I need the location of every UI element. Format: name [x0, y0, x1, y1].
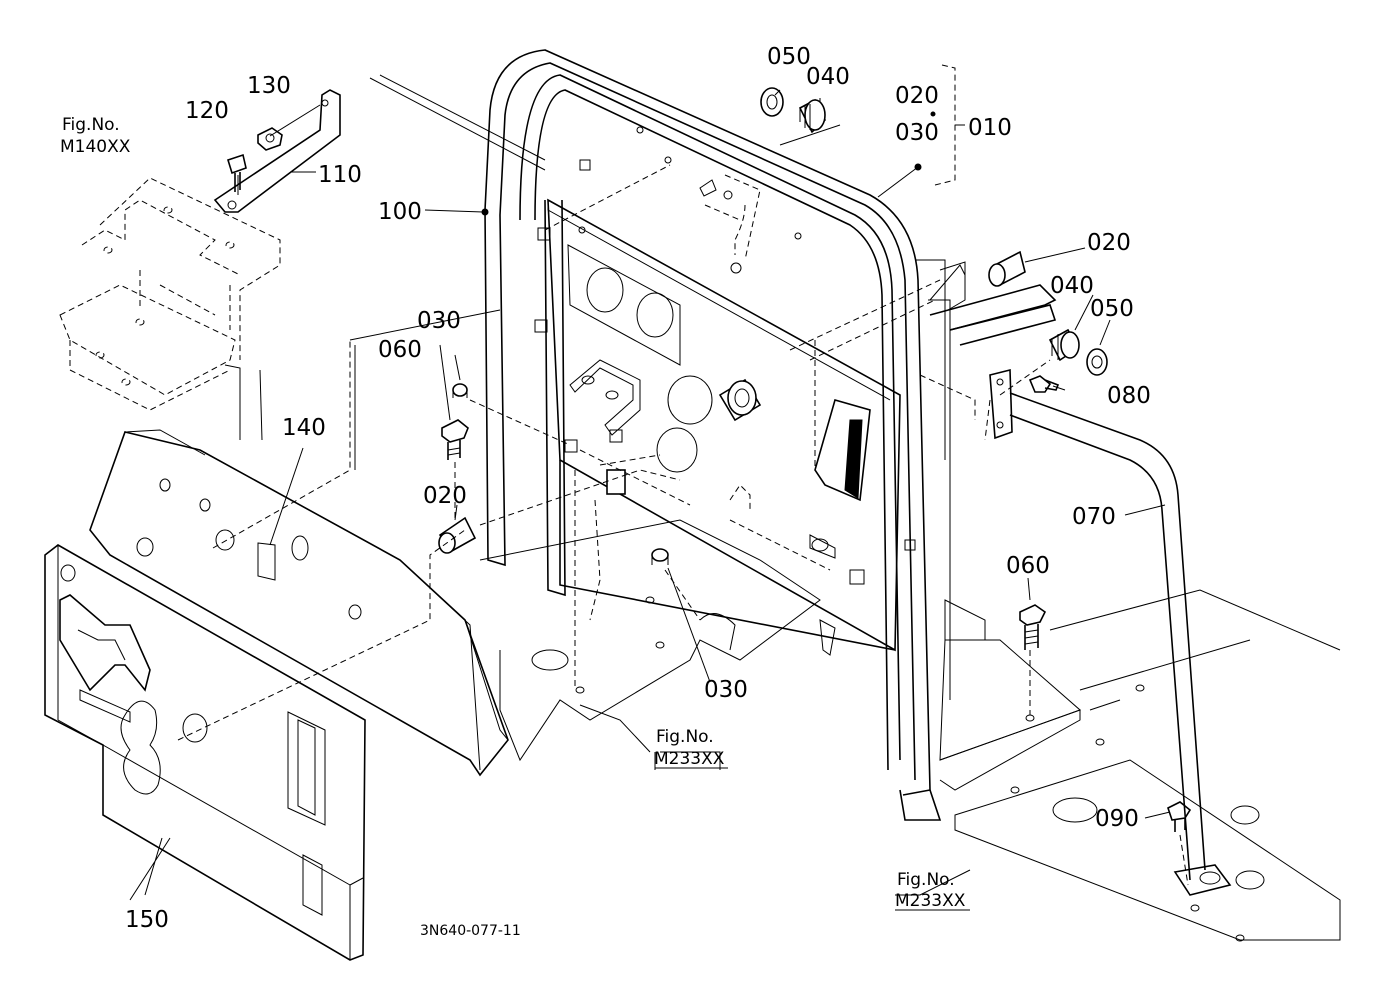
part-150-panel	[44, 544, 366, 961]
group-separator-dot	[930, 111, 936, 117]
part-030-upper-spacer	[452, 383, 468, 398]
ref-m233-center-line1: Fig.No.	[656, 727, 714, 747]
label-110: 110	[318, 162, 362, 188]
label-050-top: 050	[767, 44, 811, 70]
frame-stud	[699, 179, 717, 197]
label-030-group: 030	[895, 120, 939, 146]
part-040-top-bushing	[798, 98, 826, 134]
group-010-bracket	[934, 64, 956, 186]
label-080: 080	[1107, 383, 1151, 409]
part-110-bracket	[213, 89, 341, 213]
label-070: 070	[1072, 504, 1116, 530]
label-040-right: 040	[1050, 273, 1094, 299]
part-070-pipe	[989, 368, 1232, 896]
label-020-center: 020	[423, 483, 467, 509]
part-labels: 010 020 030 020 020 030 030 040 040 050 …	[125, 44, 1151, 933]
part-100-frame	[484, 49, 966, 821]
label-060-right: 060	[1006, 553, 1050, 579]
label-120: 120	[185, 98, 229, 124]
ref-m140-line2: M140XX	[60, 137, 131, 157]
floor-plate-center	[349, 309, 821, 762]
floor-plate-right	[954, 589, 1341, 942]
part-030-lower-spacer	[651, 548, 669, 565]
ref-bracket-m140	[59, 177, 281, 441]
label-040-top: 040	[806, 64, 850, 90]
panel-pipe-bushing	[718, 378, 762, 422]
ref-m233-center-line2: M233XX	[654, 749, 725, 769]
ref-m233-right-line2: M233XX	[895, 891, 966, 911]
part-060-right-bolt	[1019, 604, 1047, 650]
label-140: 140	[282, 415, 326, 441]
part-140-insulator	[89, 429, 509, 777]
part-120-screw	[227, 153, 247, 192]
label-030-upper: 030	[417, 308, 461, 334]
label-020-right: 020	[1087, 230, 1131, 256]
part-050-top-washer	[760, 87, 784, 117]
part-130-nut	[257, 127, 283, 151]
leader-lines	[129, 74, 1189, 911]
label-090: 090	[1095, 806, 1139, 832]
drawing-code: 3N640-077-11	[420, 923, 521, 939]
part-050-right-washer	[1086, 348, 1108, 376]
label-100: 100	[378, 199, 422, 225]
ref-m140-line1: Fig.No.	[62, 115, 120, 135]
part-020-center-bushing	[438, 516, 477, 554]
ref-m233-right-line1: Fig.No.	[897, 870, 955, 890]
center-panel	[534, 126, 1081, 791]
label-060-left: 060	[378, 337, 422, 363]
part-080-bolt	[1028, 375, 1060, 393]
label-130: 130	[247, 73, 291, 99]
right-arm	[929, 264, 1057, 346]
label-150: 150	[125, 907, 169, 933]
figure-references: Fig.No. M140XX Fig.No. M233XX Fig.No. M2…	[60, 115, 966, 911]
part-060-left-bolt	[441, 419, 469, 460]
label-020-group: 020	[895, 83, 939, 109]
part-040-right-bushing	[1048, 328, 1080, 362]
part-020-right-bushing	[988, 250, 1026, 287]
label-050-right: 050	[1090, 296, 1134, 322]
label-010: 010	[968, 115, 1012, 141]
part-090-bolt	[1167, 801, 1192, 832]
label-030-lower: 030	[704, 677, 748, 703]
